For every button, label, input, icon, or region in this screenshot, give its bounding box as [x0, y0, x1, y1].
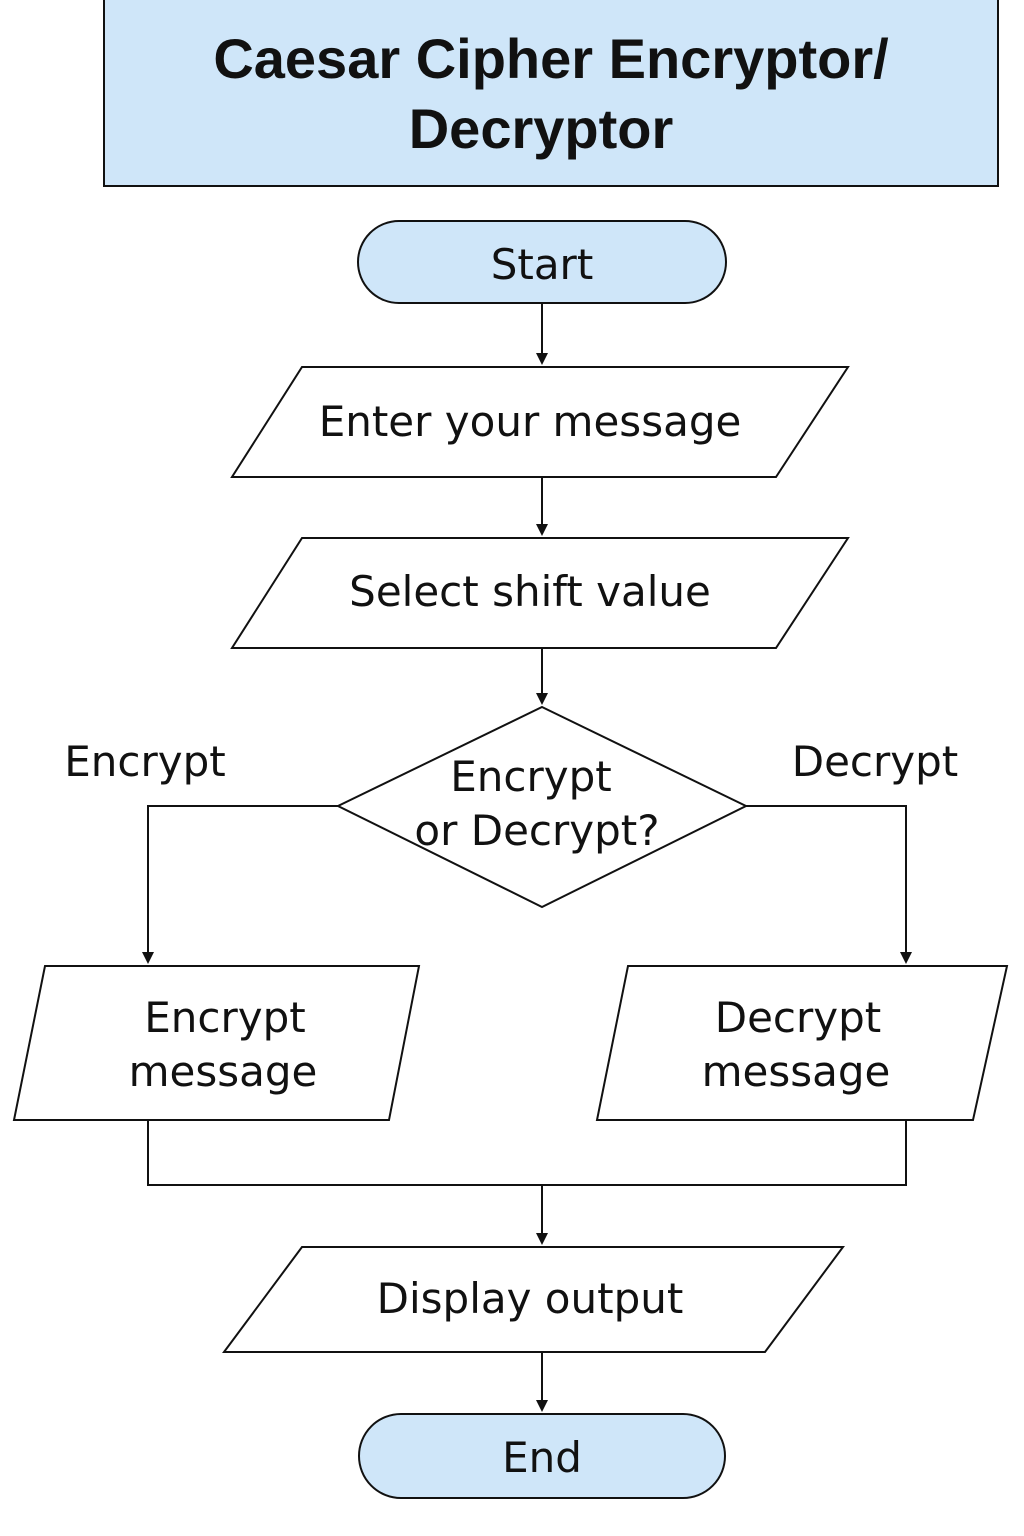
start-node: Start — [357, 220, 727, 304]
decision-label-line-2: or Decrypt? — [414, 806, 659, 855]
end-label: End — [502, 1433, 582, 1482]
decrypt-message-node: Decrypt message — [595, 965, 1009, 1121]
decrypt-message-label-line-1: Decrypt — [715, 993, 882, 1042]
display-output-label: Display output — [377, 1274, 684, 1323]
encrypt-message-label-line-1: Encrypt — [144, 993, 306, 1042]
decision-label-line-1: Encrypt — [450, 752, 612, 801]
branch-label-encrypt: Encrypt — [64, 737, 226, 786]
display-output-node: Display output — [222, 1246, 845, 1353]
end-node: End — [358, 1413, 726, 1499]
enter-message-label: Enter your message — [319, 397, 742, 446]
start-label: Start — [491, 240, 594, 289]
select-shift-node: Select shift value — [230, 537, 850, 649]
encrypt-message-label-line-2: message — [129, 1047, 318, 1096]
select-shift-label: Select shift value — [349, 567, 711, 616]
title-box: Caesar Cipher Encryptor/ Decryptor — [103, 0, 999, 187]
connector-decision-to-encrypt — [142, 805, 338, 964]
enter-message-node: Enter your message — [230, 366, 850, 478]
encrypt-message-node: Encrypt message — [12, 965, 421, 1121]
title-line-1: Caesar Cipher Encryptor/ — [213, 27, 889, 90]
branch-label-decrypt: Decrypt — [792, 737, 959, 786]
connector-decision-to-decrypt — [746, 805, 912, 964]
connector-merge — [147, 1120, 907, 1186]
decision-node: Encrypt or Decrypt? — [335, 705, 749, 909]
title-line-2: Decryptor — [409, 97, 674, 160]
decrypt-message-label-line-2: message — [702, 1047, 891, 1096]
